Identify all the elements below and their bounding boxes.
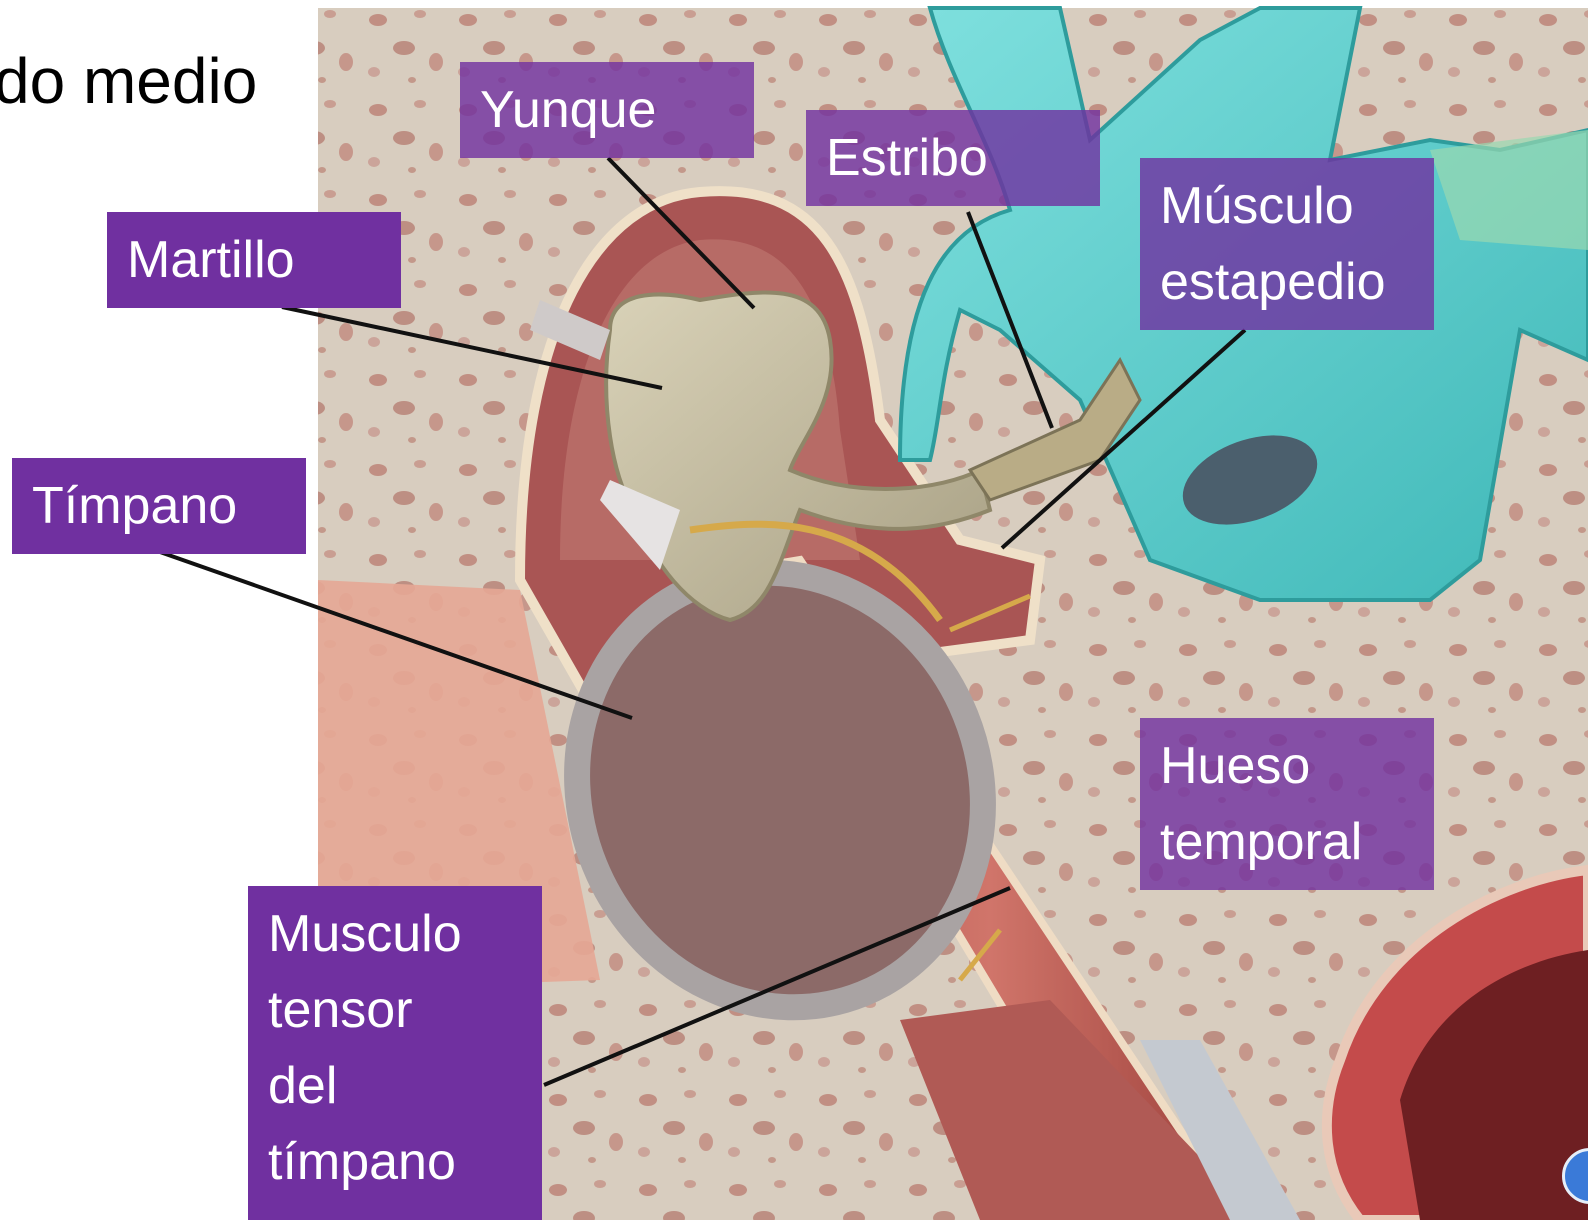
label-estribo-text: Estribo	[826, 120, 1080, 196]
label-martillo: Martillo	[107, 212, 401, 308]
label-yunque: Yunque	[460, 62, 754, 158]
label-timpano: Tímpano	[12, 458, 306, 554]
label-musculo-estapedio: Músculo estapedio	[1140, 158, 1434, 330]
label-estribo: Estribo	[806, 110, 1100, 206]
label-yunque-text: Yunque	[480, 72, 734, 148]
label-hueso-temporal-line1: Hueso	[1160, 728, 1414, 804]
label-musculo-tensor-line4: tímpano	[268, 1124, 522, 1200]
label-musculo-tensor-timpano: Musculo tensor del tímpano	[248, 886, 542, 1220]
label-musculo-tensor-line3: del	[268, 1048, 522, 1124]
label-musculo-estapedio-line1: Músculo	[1160, 168, 1414, 244]
label-martillo-text: Martillo	[127, 222, 381, 298]
label-musculo-tensor-line2: tensor	[268, 972, 522, 1048]
label-musculo-tensor-line1: Musculo	[268, 896, 522, 972]
label-hueso-temporal-line2: temporal	[1160, 804, 1414, 880]
label-hueso-temporal: Hueso temporal	[1140, 718, 1434, 890]
label-musculo-estapedio-line2: estapedio	[1160, 244, 1414, 320]
label-timpano-text: Tímpano	[32, 468, 286, 544]
